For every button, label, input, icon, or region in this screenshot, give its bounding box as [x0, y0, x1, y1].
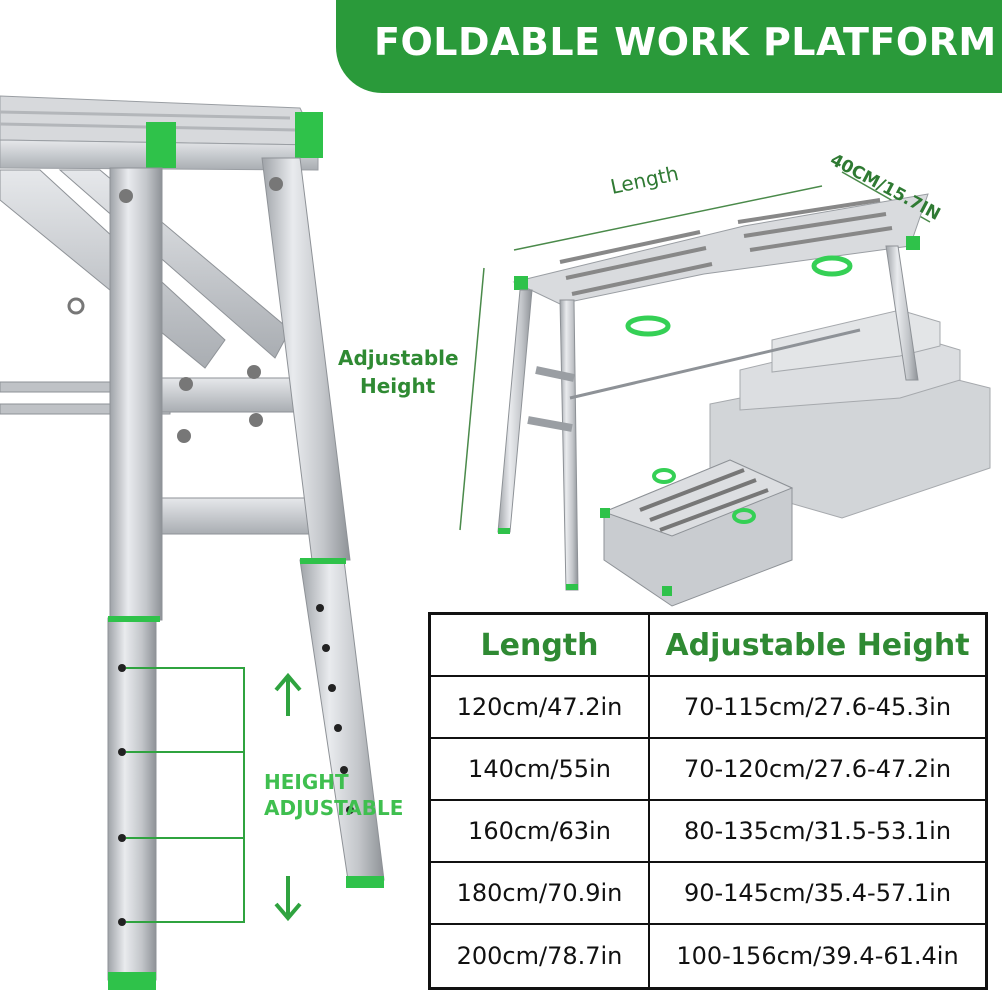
- table-cell-height: 70-120cm/27.6-47.2in: [650, 739, 985, 801]
- table-cell-height: 70-115cm/27.6-45.3in: [650, 677, 985, 739]
- table-cell-height: 100-156cm/39.4-61.4in: [676, 942, 959, 970]
- corner-cap: [295, 112, 323, 158]
- arrow-up-icon: [274, 672, 302, 716]
- table-cell-height: 90-145cm/35.4-57.1in: [650, 863, 985, 925]
- spec-table: Length Adjustable Height 120cm/47.2in 70…: [428, 612, 988, 990]
- height-adjustable-label-2: ADJUSTABLE: [264, 796, 404, 820]
- arrow-down-icon: [274, 876, 302, 922]
- height-adjustable-label-1: HEIGHT: [264, 770, 349, 794]
- table-cell-height: 80-135cm/31.5-53.1in: [650, 801, 985, 863]
- table-cell-length: 180cm/70.9in: [431, 863, 650, 925]
- adjustable-height-label-2: Height: [360, 374, 436, 398]
- table-cell-length: 160cm/63in: [431, 801, 650, 863]
- title-banner: [336, 0, 1002, 93]
- banner-title: FOLDABLE WORK PLATFORM: [374, 20, 997, 64]
- table-cell-length: 120cm/47.2in: [431, 677, 650, 739]
- adjustable-height-label-1: Adjustable: [338, 346, 459, 370]
- platform-overview: [459, 171, 991, 607]
- closeup-platform: [0, 95, 385, 990]
- table-header-length: Length: [431, 615, 650, 677]
- table-header-height: Adjustable Height: [650, 615, 985, 677]
- table-cell-length: 140cm/55in: [431, 739, 650, 801]
- table-cell-length: 200cm/78.7in: [431, 925, 650, 987]
- corner-cap: [146, 122, 176, 168]
